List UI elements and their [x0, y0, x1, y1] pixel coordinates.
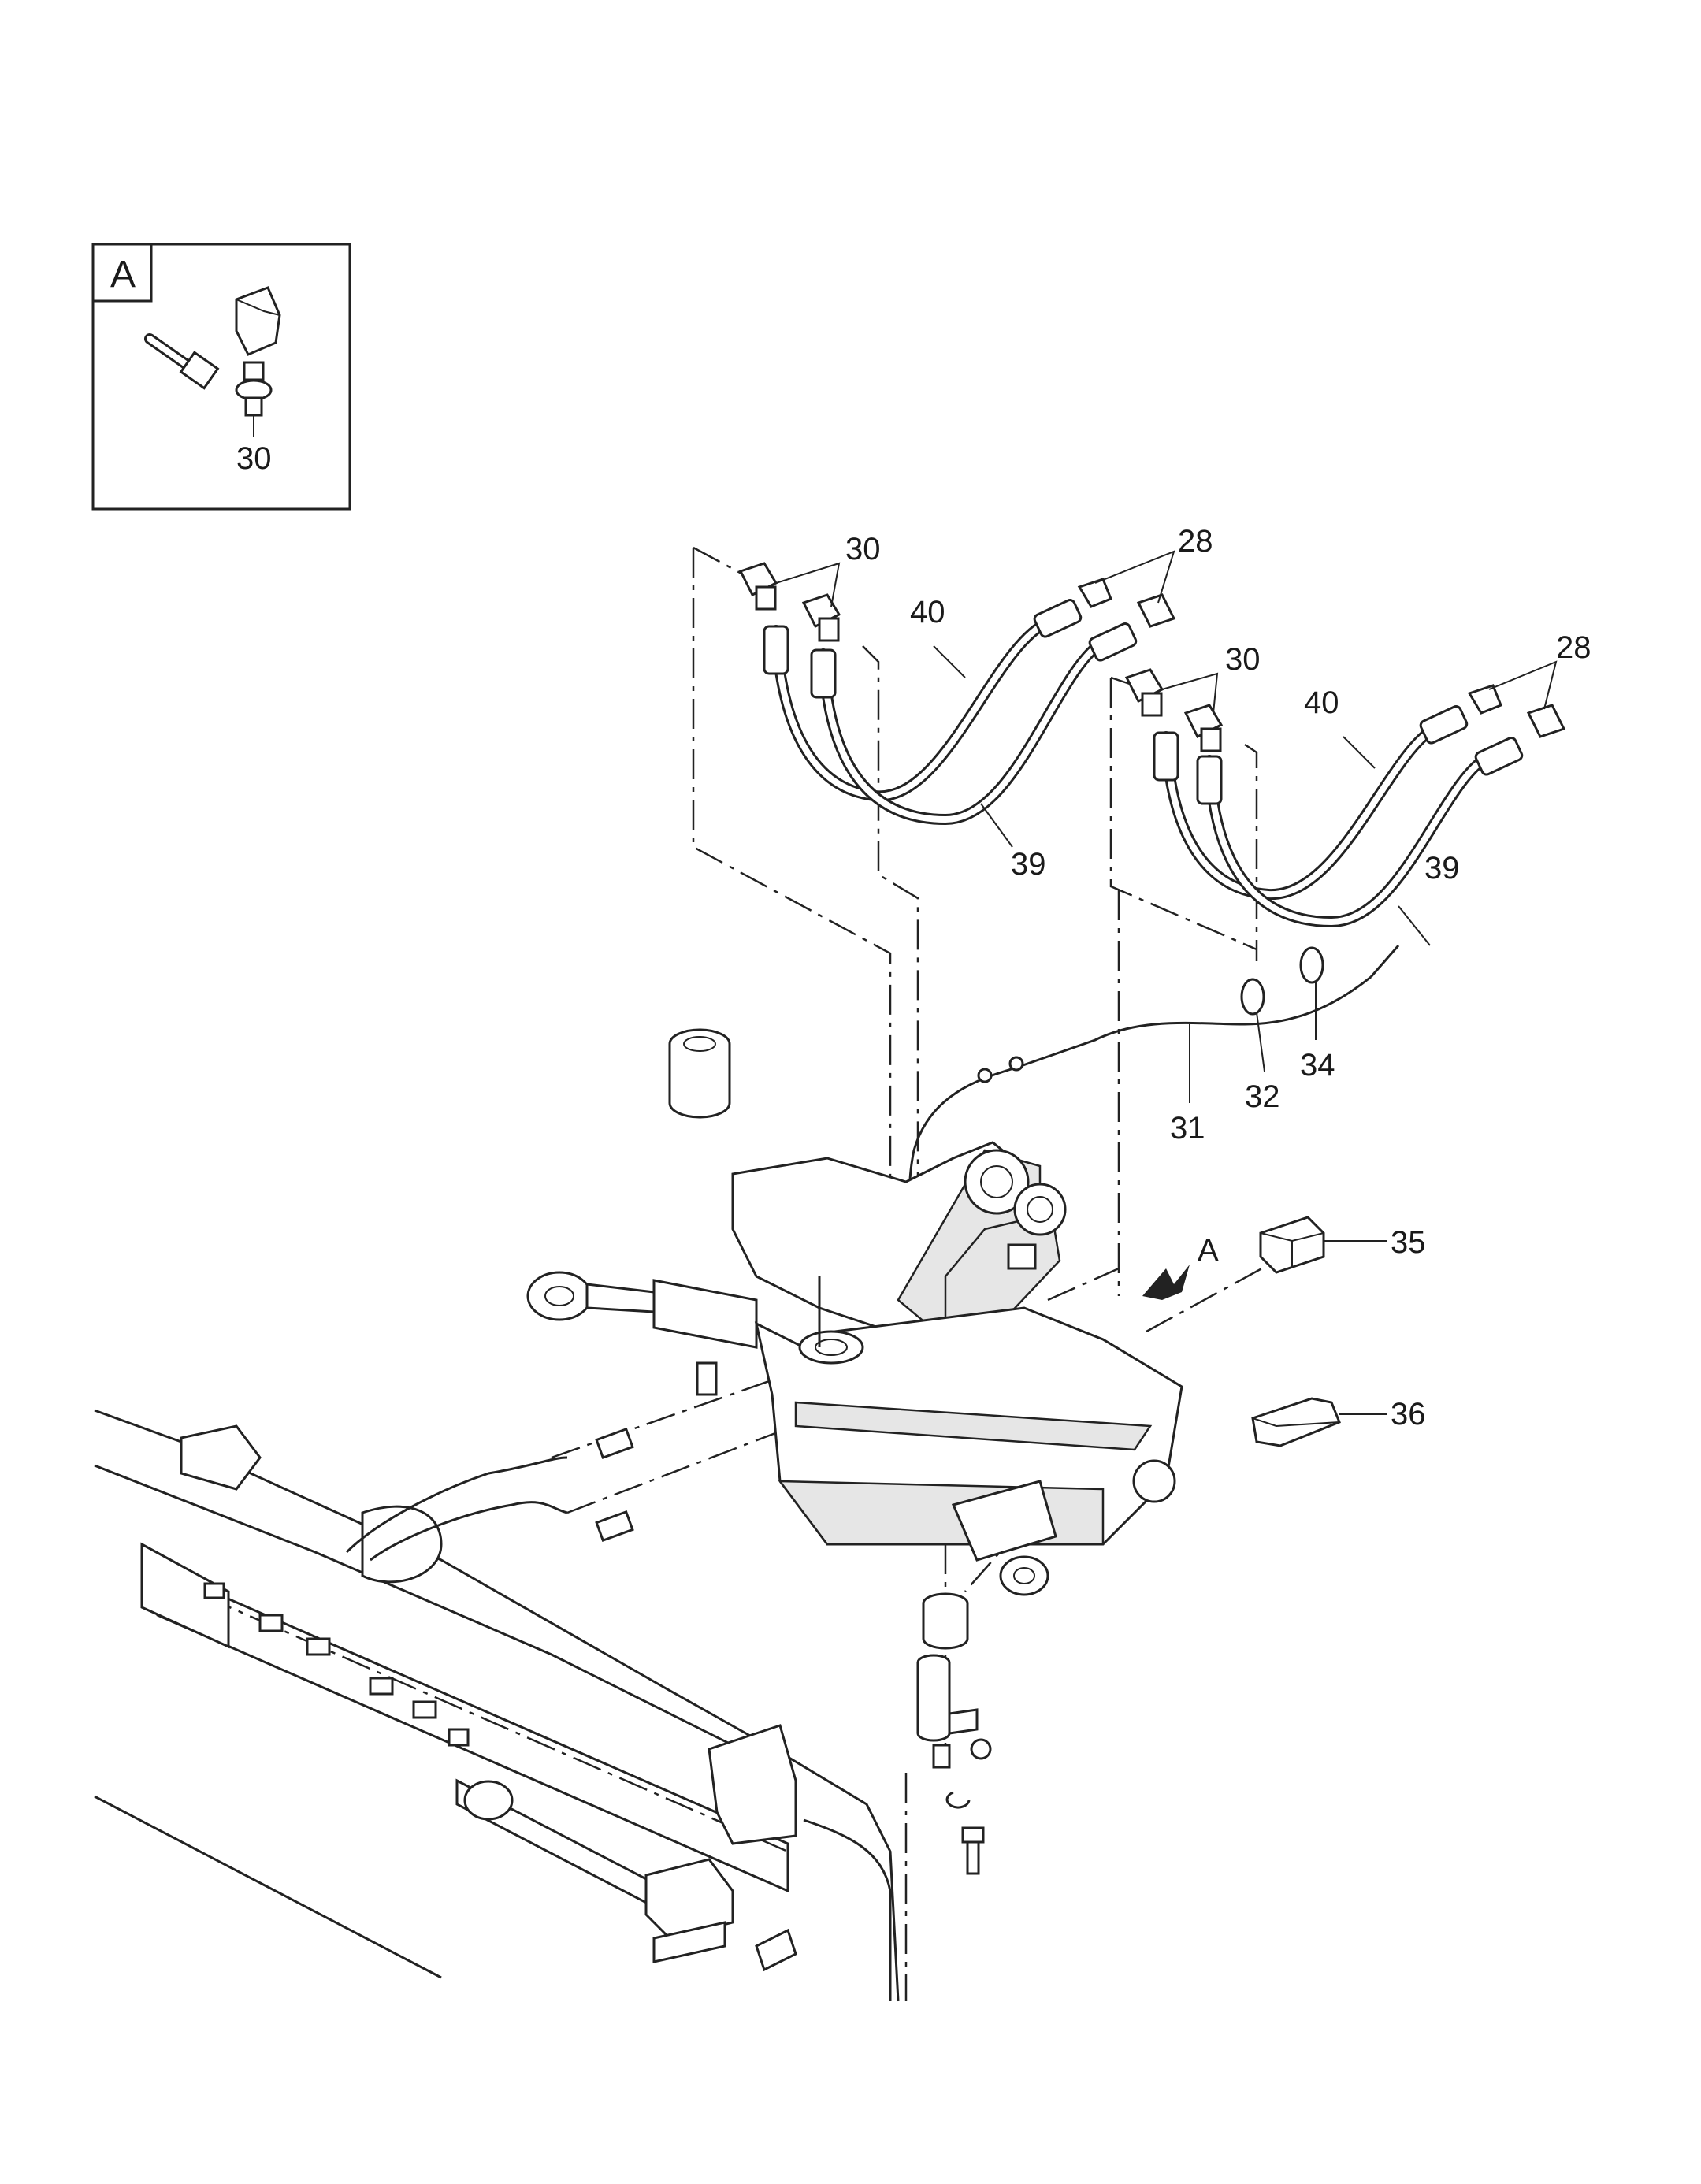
inset-detail-a: A 30 — [91, 243, 351, 511]
callout-34: 34 — [1300, 1048, 1335, 1083]
grease-nipple — [243, 361, 265, 381]
cylinder-eye — [526, 1271, 592, 1321]
pivot-eye — [1013, 1183, 1067, 1236]
axle-housing — [361, 1505, 443, 1584]
cylinder-eye — [999, 1555, 1049, 1596]
hose-end-fitting — [1033, 599, 1083, 638]
callout-30: 30 — [1225, 642, 1261, 677]
callout-40: 40 — [910, 595, 945, 630]
pivot-bracket-assembly — [526, 1028, 1190, 1596]
elbow-fitting — [1136, 593, 1176, 628]
hose-group-left — [738, 550, 1176, 848]
kingpin — [916, 1662, 951, 1742]
adapter-fitting — [696, 1361, 718, 1396]
hose-end-fitting — [1419, 705, 1469, 745]
callout-32: 32 — [1245, 1079, 1280, 1114]
pivot-eye — [964, 1149, 1030, 1215]
inset-letter: A — [110, 254, 136, 295]
hose-group-right — [1124, 660, 1566, 946]
inset-callout-30: 30 — [236, 441, 272, 476]
elbow-fitting — [1077, 578, 1112, 608]
adapter-fitting — [595, 1510, 634, 1543]
callout-40: 40 — [1304, 685, 1339, 720]
callout-39: 39 — [1424, 851, 1460, 886]
bolt-head — [961, 1826, 985, 1844]
elbow-fitting — [1467, 684, 1502, 715]
view-marker-a: A — [1198, 1233, 1219, 1268]
axle-end — [140, 1542, 230, 1649]
callout-28: 28 — [1178, 524, 1213, 559]
hose-nut — [179, 351, 220, 390]
view-arrow — [1142, 1265, 1190, 1300]
adapter-fitting — [595, 1427, 634, 1460]
cable-clamp — [1299, 946, 1324, 984]
bump-stop-35 — [1259, 1216, 1387, 1274]
sensor-cable — [908, 945, 1400, 1230]
callout-35: 35 — [1391, 1225, 1426, 1260]
sensor-block — [1007, 1243, 1037, 1270]
bolt — [966, 1840, 980, 1875]
callout-31: 31 — [1170, 1111, 1205, 1146]
hose-end-fitting — [810, 648, 837, 699]
circlip — [945, 1791, 971, 1809]
hose-end-fitting — [1153, 731, 1179, 782]
kingpin-stack — [916, 1592, 992, 1875]
hose-end-fitting — [1088, 622, 1138, 662]
grease-nipple — [932, 1744, 951, 1769]
callout-39: 39 — [1011, 847, 1046, 882]
hose-end-fitting — [1196, 755, 1223, 805]
bump-stop-36 — [1251, 1397, 1387, 1447]
steering-cylinder — [652, 1279, 758, 1349]
elbow-fitting — [1526, 704, 1566, 738]
callout-36: 36 — [1391, 1397, 1426, 1432]
washer — [970, 1738, 992, 1760]
protective-cap — [235, 286, 281, 356]
lower-bushing — [922, 1603, 969, 1650]
hose-end-fitting — [1474, 737, 1524, 776]
callout-28: 28 — [1556, 630, 1591, 665]
callout-30: 30 — [845, 532, 881, 566]
axle-pad — [644, 1858, 734, 1940]
axle-stop — [708, 1724, 797, 1845]
hose-end-fitting — [763, 625, 789, 675]
hydraulic-connectors — [595, 1361, 718, 1543]
frame-bracket — [180, 1424, 262, 1491]
kingpin-boss — [798, 1330, 864, 1365]
axle-frame — [94, 1409, 900, 2002]
cable-clamp — [1240, 978, 1265, 1016]
